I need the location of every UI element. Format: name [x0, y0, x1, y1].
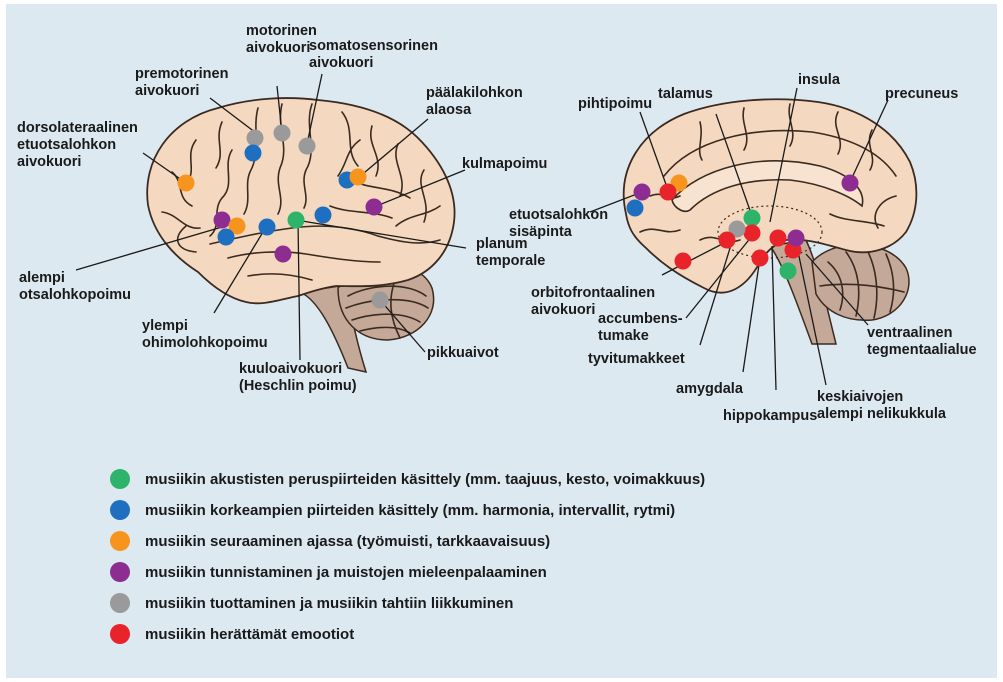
label-pikkuaivot: pikkuaivot — [427, 345, 499, 361]
legend-text-green: musiikin akustisten peruspiirteiden käsi… — [145, 471, 705, 488]
legend-text-orange: musiikin seuraaminen ajassa (työmuisti, … — [145, 533, 550, 550]
label-insula: insula — [798, 72, 841, 88]
label-talamus: talamus — [658, 86, 713, 102]
label-kulmapoimu: kulmapoimu — [462, 156, 547, 172]
label-precuneus: precuneus — [885, 86, 958, 102]
medial-red-dot-14 — [675, 253, 692, 270]
label-amygdala: amygdala — [676, 381, 744, 397]
legend-text-purple: musiikin tunnistaminen ja muistojen miel… — [145, 564, 547, 581]
lateral-blue-dot-14 — [218, 229, 235, 246]
label-hippokampus: hippokampus — [723, 408, 817, 424]
lateral-purple-dot-12 — [214, 212, 231, 229]
lateral-orange-dot-5 — [178, 175, 195, 192]
legend-swatch-gray — [110, 593, 130, 613]
legend-item-orange: musiikin seuraaminen ajassa (työmuisti, … — [110, 531, 550, 551]
legend-swatch-blue — [110, 500, 130, 520]
label-kuuloaivokuori: kuuloaivokuori(Heschlin poimu) — [239, 361, 357, 394]
lateral-brain — [76, 74, 466, 372]
legend-item-gray: musiikin tuottaminen ja musiikin tahtiin… — [110, 593, 513, 613]
legend-text-gray: musiikin tuottaminen ja musiikin tahtiin… — [145, 595, 513, 612]
legend-item-red: musiikin herättämät emootiot — [110, 624, 354, 644]
legend-swatch-orange — [110, 531, 130, 551]
legend-item-green: musiikin akustisten peruspiirteiden käsi… — [110, 469, 705, 489]
legend-text-blue: musiikin korkeampien piirteiden käsittel… — [145, 502, 675, 519]
legend-swatch-red — [110, 624, 130, 644]
legend-text-red: musiikin herättämät emootiot — [145, 626, 354, 643]
lateral-blue-dot-9 — [315, 207, 332, 224]
cerebrum-lateral — [147, 98, 454, 303]
legend: musiikin akustisten peruspiirteiden käsi… — [110, 469, 705, 644]
lateral-blue-dot-4 — [245, 145, 262, 162]
medial-purple-dot-5 — [842, 175, 859, 192]
legend-item-purple: musiikin tunnistaminen ja muistojen miel… — [110, 562, 547, 582]
medial-purple-dot-12 — [788, 230, 805, 247]
medial-blue-dot-4 — [627, 200, 644, 217]
lateral-gray-dot-16 — [372, 292, 389, 309]
medial-red-dot-3 — [660, 184, 677, 201]
legend-swatch-purple — [110, 562, 130, 582]
label-accumbens: accumbens-tumake — [598, 311, 683, 344]
lateral-purple-dot-8 — [366, 199, 383, 216]
medial-red-dot-10 — [770, 230, 787, 247]
lateral-green-dot-10 — [288, 212, 305, 229]
medial-red-dot-9 — [719, 232, 736, 249]
legend-swatch-green — [110, 469, 130, 489]
medial-purple-dot-1 — [634, 184, 651, 201]
lateral-gray-dot-2 — [274, 125, 291, 142]
lateral-blue-dot-11 — [259, 219, 276, 236]
medial-red-dot-7 — [744, 225, 761, 242]
medial-red-dot-13 — [752, 250, 769, 267]
legend-item-blue: musiikin korkeampien piirteiden käsittel… — [110, 500, 675, 520]
medial-green-dot-15 — [780, 263, 797, 280]
label-tyvitumakkeet: tyvitumakkeet — [588, 351, 685, 367]
lateral-gray-dot-3 — [299, 138, 316, 155]
label-pihtipoimu: pihtipoimu — [578, 96, 652, 112]
lateral-purple-dot-15 — [275, 246, 292, 263]
medial-green-dot-6 — [744, 210, 761, 227]
lateral-orange-dot-7 — [350, 169, 367, 186]
lateral-gray-dot-1 — [247, 130, 264, 147]
